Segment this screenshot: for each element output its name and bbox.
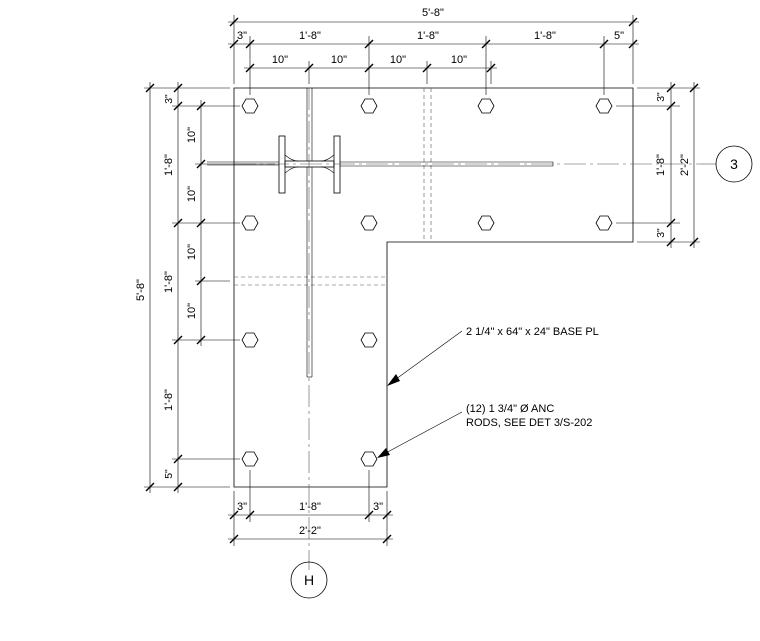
- dim-left-flange-2: 10": [186, 186, 198, 202]
- note-anchor-line2: RODS, SEE DET 3/S-202: [466, 417, 592, 429]
- anchor-rod: [595, 98, 613, 114]
- dim-right-bolt: 1'-8": [655, 154, 667, 176]
- anchor-rod: [595, 215, 613, 231]
- dim-top-edge-right: 5": [614, 30, 624, 42]
- anchor-rod: [241, 215, 259, 231]
- dim-right-edge-top: 3": [655, 92, 667, 102]
- dim-top-bolt-3: 1'-8": [534, 30, 556, 42]
- anchor-rod-leader: [377, 411, 463, 458]
- dim-right-overall: 2'-2": [679, 154, 691, 176]
- bottom-dimensions: 3" 1'-8" 3" 2'-2": [228, 470, 393, 546]
- dim-left-flange-4: 10": [186, 303, 198, 319]
- grid-bubble-3: [715, 145, 753, 183]
- top-dimensions: 5'-8" 3" 1'-8" 1'-8" 1'-8" 5" 10" 10" 10…: [228, 7, 639, 95]
- dim-left-edge-top: 3": [163, 94, 175, 104]
- dim-top-flange-4: 10": [451, 54, 467, 66]
- dim-bottom-bolt: 1'-8": [299, 501, 321, 513]
- dim-left-overall: 5'-8": [135, 279, 147, 301]
- anchor-rod: [241, 98, 259, 114]
- right-dimensions: 3" 1'-8" 3" 2'-2": [616, 82, 700, 248]
- base-plate-leader: [387, 330, 463, 386]
- dim-left-edge-bottom: 5": [163, 469, 175, 479]
- anchor-rod: [241, 451, 259, 467]
- anchor-rod: [360, 98, 378, 114]
- dim-left-bolt-1: 1'-8": [163, 154, 175, 176]
- anchor-rod: [360, 451, 378, 467]
- dim-top-bolt-2: 1'-8": [417, 30, 439, 42]
- dim-top-flange-1: 10": [272, 54, 288, 66]
- anchor-rod: [241, 332, 259, 348]
- dim-top-flange-2: 10": [331, 54, 347, 66]
- dim-left-flange-1: 10": [186, 127, 198, 143]
- dim-top-edge-left: 3": [237, 30, 247, 42]
- grid-label-3: 3: [730, 156, 738, 172]
- dim-left-bolt-3: 1'-8": [163, 389, 175, 411]
- anchor-rod: [360, 332, 378, 348]
- base-plate-outline: [233, 87, 634, 488]
- note-anchor-line1: (12) 1 3/4" Ø ANC: [466, 403, 554, 415]
- left-dimensions: 5'-8" 3" 1'-8" 1'-8" 1'-8" 5" 10" 10" 10…: [135, 82, 275, 493]
- note-base-plate: 2 1/4" x 64" x 24" BASE PL: [466, 326, 599, 338]
- dim-bottom-edge-right: 3": [373, 501, 383, 513]
- anchor-rod: [477, 98, 495, 114]
- dim-top-overall: 5'-8": [422, 7, 444, 19]
- dim-left-flange-3: 10": [186, 244, 198, 260]
- anchor-rod: [477, 215, 495, 231]
- anchor-rods: [241, 98, 613, 467]
- anchor-rod: [360, 215, 378, 231]
- dim-bottom-overall: 2'-2": [299, 525, 321, 537]
- wide-flange-column: [207, 88, 554, 378]
- dim-top-flange-3: 10": [390, 54, 406, 66]
- dim-top-bolt-1: 1'-8": [299, 30, 321, 42]
- grid-label-h: H: [304, 572, 314, 588]
- grid-bubble-h: [290, 561, 328, 599]
- dim-left-bolt-2: 1'-8": [163, 271, 175, 293]
- dim-bottom-edge-left: 3": [237, 501, 247, 513]
- dim-right-edge-bottom: 3": [655, 228, 667, 238]
